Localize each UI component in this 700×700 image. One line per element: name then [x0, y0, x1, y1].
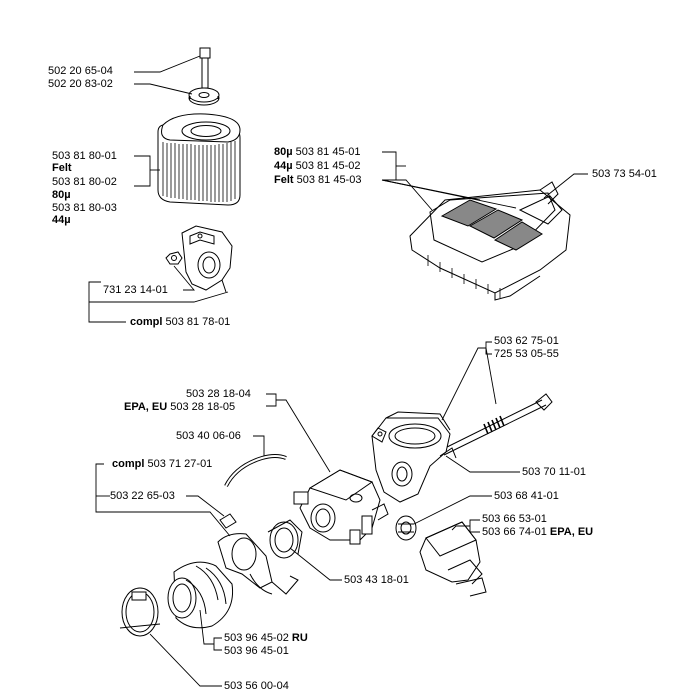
label-intake: 503 96 45-01 — [224, 645, 289, 657]
label-spring-rod: 503 70 11-01 — [522, 466, 587, 478]
filter-holder-part — [181, 225, 233, 293]
label-filter-felt-number: 503 81 80-01 — [52, 150, 117, 162]
label-intake-ru: 503 96 45-02 RU — [224, 632, 308, 644]
label-cover-felt: Felt 503 81 45-03 — [274, 174, 362, 186]
label-grommet: 503 68 41-01 — [494, 490, 559, 502]
leader-lines — [88, 55, 588, 687]
label-gasket: 503 43 18-01 — [344, 574, 409, 586]
label-bolt: 502 20 65-04 — [48, 65, 113, 77]
label-filter-80-number: 503 81 80-02 — [52, 176, 117, 188]
label-carburetor: 503 28 18-04 — [186, 388, 251, 400]
grommet-part — [395, 515, 417, 541]
label-filter-44-tag: 44µ — [52, 214, 71, 226]
label-cover-80: 80µ 503 81 45-01 — [274, 146, 361, 158]
label-carburetor-epa: EPA, EU 503 28 18-05 — [124, 401, 236, 413]
label-clamp: 503 56 00-04 — [224, 680, 289, 692]
label-lever-2: 503 66 74-01 EPA, EU — [482, 526, 594, 538]
nut-part — [188, 87, 220, 106]
label-rod-1: 503 62 75-01 — [494, 335, 559, 347]
air-cover-part — [409, 181, 571, 301]
long-bolt-part — [440, 393, 553, 456]
clamp-part — [119, 587, 161, 637]
label-filter-felt-tag: Felt — [52, 162, 72, 174]
label-compl-filter-assembly: compl 503 81 78-01 — [130, 316, 231, 328]
label-bracket: 503 22 65-03 — [110, 490, 175, 502]
carburetor-part — [293, 469, 389, 545]
hose-part — [224, 454, 287, 487]
air-filter-part — [157, 113, 241, 206]
intake-boot-part — [167, 561, 234, 629]
label-cover-main: 503 73 54-01 — [592, 168, 657, 180]
label-cover-44: 44µ 503 81 45-02 — [274, 160, 361, 172]
label-lever-1: 503 66 53-01 — [482, 513, 547, 525]
label-small-nut: 731 23 14-01 — [103, 284, 168, 296]
label-rod-2: 725 53 05-55 — [494, 348, 559, 360]
label-filter-80-tag: 80µ — [52, 189, 71, 201]
bolt-part — [199, 47, 211, 89]
label-nut: 502 20 83-02 — [48, 78, 113, 90]
manifold-part — [371, 411, 457, 503]
choke-lever-part — [419, 521, 487, 597]
gasket-part — [267, 519, 303, 559]
bracket-part — [217, 513, 299, 595]
small-nut-part — [165, 251, 183, 265]
label-hose: 503 40 06-06 — [176, 430, 241, 442]
label-filter-44-number: 503 81 80-03 — [52, 202, 117, 214]
label-compl-bracket-assembly: compl 503 71 27-01 — [112, 458, 213, 470]
